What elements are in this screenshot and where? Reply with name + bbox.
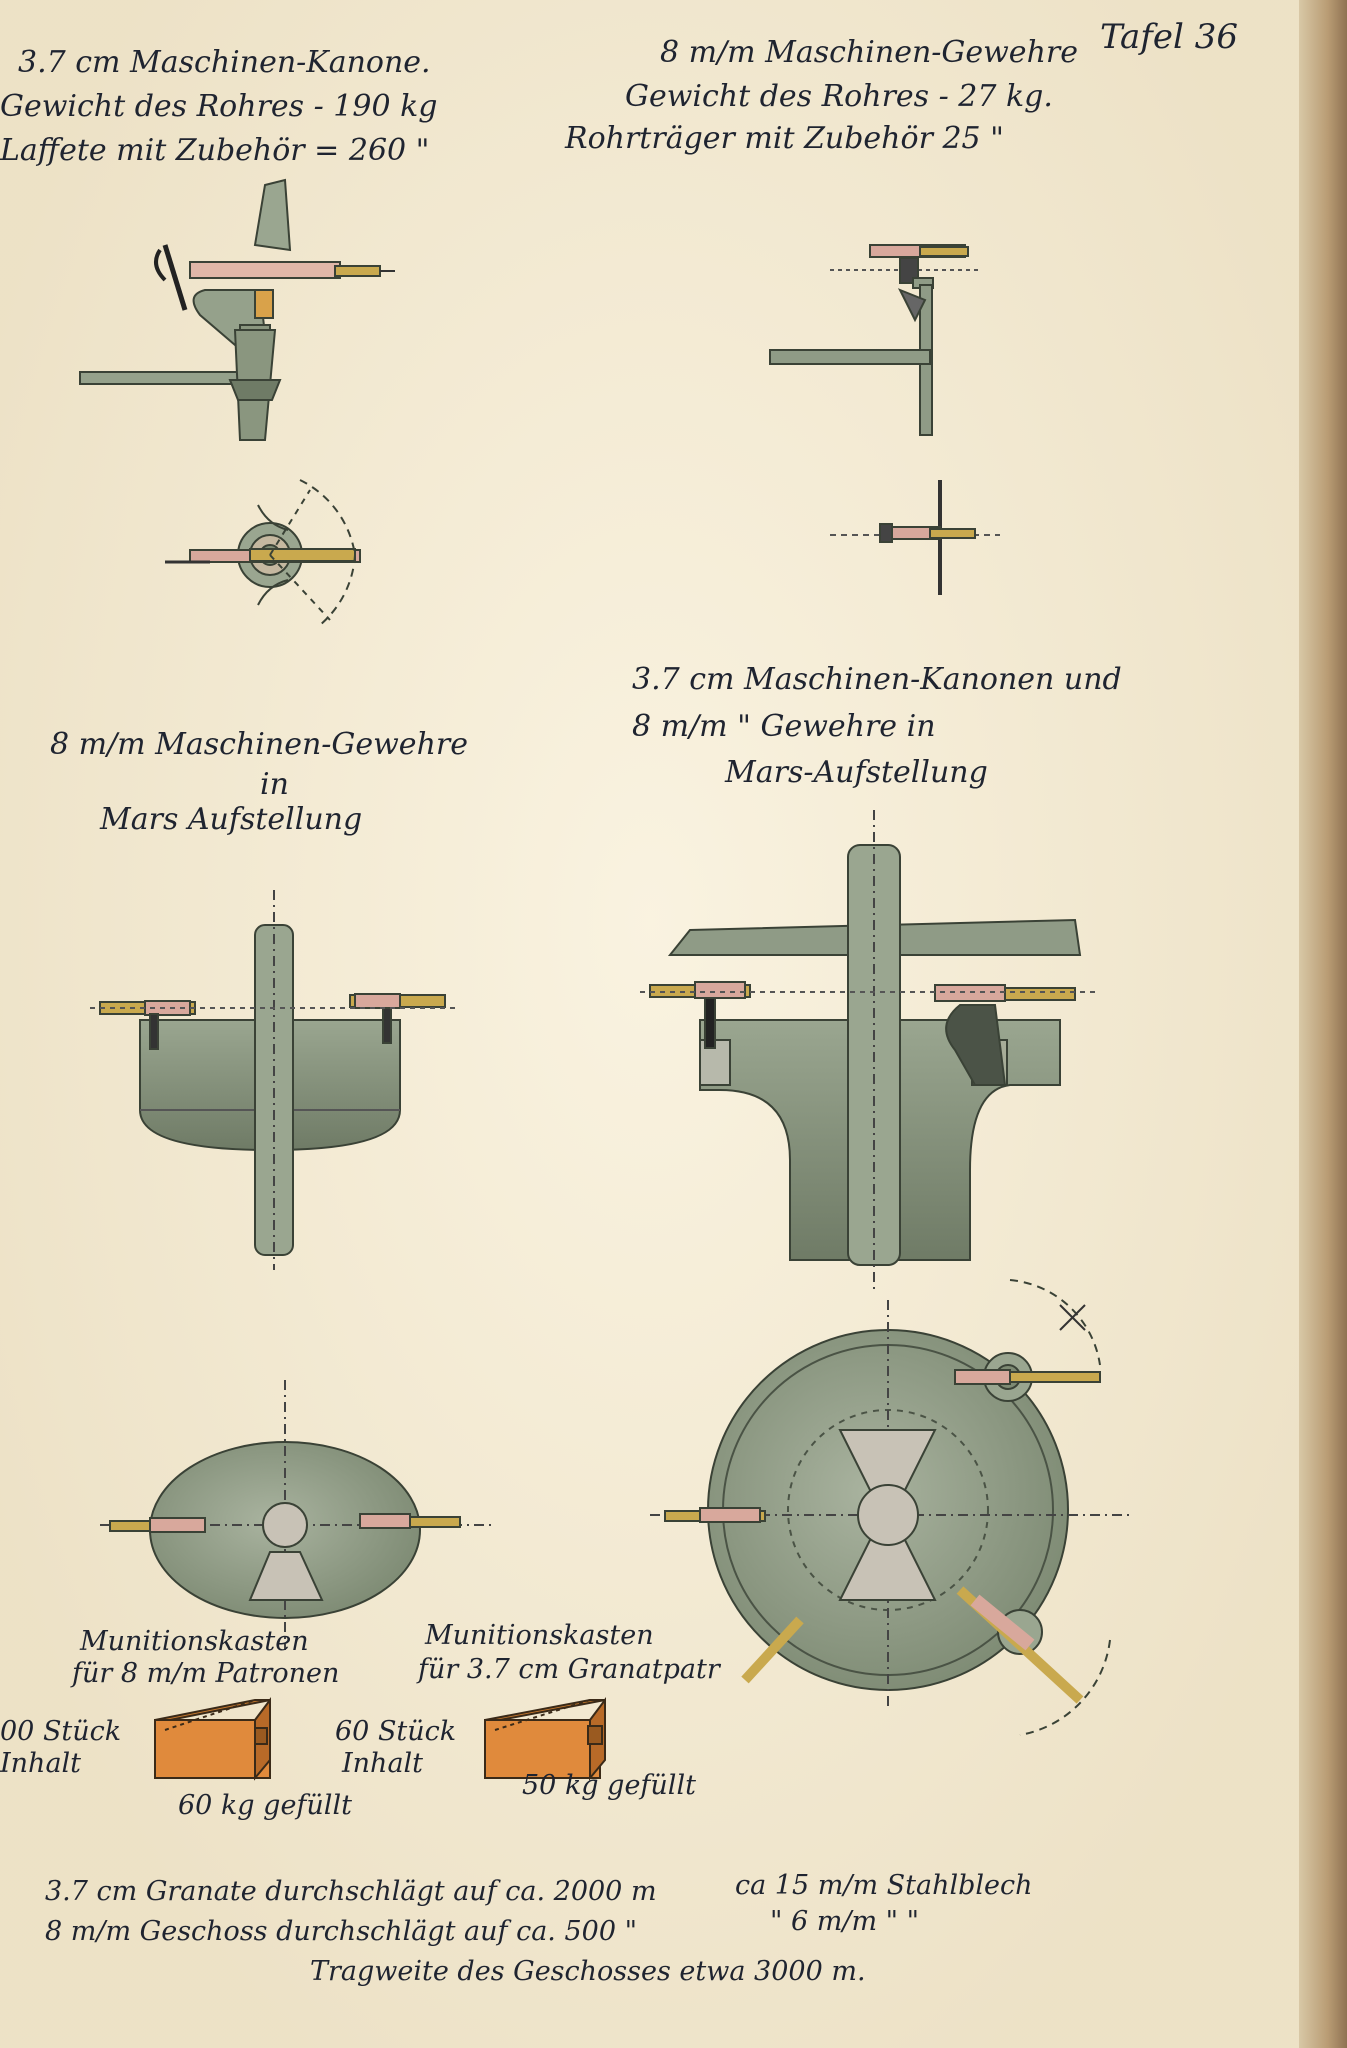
ammo-8mm-title: Munitionskasten <box>80 1626 309 1657</box>
mars-gewehr-side <box>90 890 460 1270</box>
ammo-37cm-count: 60 Stück <box>335 1716 457 1747</box>
gewehr-plan-view <box>830 480 1000 595</box>
footer-line-2a: 8 m/m Geschoss durchschlägt auf ca. 500 … <box>45 1916 637 1947</box>
mars-kanone-caption-2: 8 m/m " Gewehre in <box>632 709 936 744</box>
mars-kanone-side <box>640 810 1095 1290</box>
ammo-8mm-content: Inhalt <box>0 1748 82 1779</box>
kanone-weight-barrel: Gewicht des Rohres - 190 kg <box>0 89 438 124</box>
gewehr-weight-barrel: Gewicht des Rohres - 27 kg. <box>625 79 1053 114</box>
gewehr-side-view <box>769 244 980 436</box>
mars-kanone-caption-3: Mars-Aufstellung <box>725 755 988 790</box>
gewehr-title: 8 m/m Maschinen-Gewehre <box>660 35 1078 70</box>
gewehr-weight-mount: Rohrträger mit Zubehör 25 " <box>565 121 1004 156</box>
footer-line-1a: 3.7 cm Granate durchschlägt auf ca. 2000… <box>45 1876 657 1907</box>
book-page-edge <box>1299 0 1347 2048</box>
mars-gewehr-caption-1: 8 m/m Maschinen-Gewehre <box>50 727 468 762</box>
ammo-37cm-content: Inhalt <box>342 1748 424 1779</box>
footer-line-2b: " 6 m/m " " <box>770 1906 920 1937</box>
kanone-side-view <box>79 178 395 441</box>
kanone-title: 3.7 cm Maschinen-Kanone. <box>18 45 431 80</box>
ammo-8mm-count: 00 Stück <box>0 1716 122 1747</box>
mars-gewehr-caption-2: in <box>260 767 289 802</box>
ammo-8mm-weight: 60 kg gefüllt <box>178 1790 352 1821</box>
plate-number: Tafel 36 <box>1100 17 1238 57</box>
mars-kanone-plan <box>650 1279 1130 1736</box>
footer-line-1b: ca 15 m/m Stahlblech <box>735 1870 1033 1901</box>
mars-gewehr-caption-3: Mars Aufstellung <box>100 802 363 837</box>
footer-line-3: Tragweite des Geschosses etwa 3000 m. <box>310 1956 866 1987</box>
ammo-37cm-subtitle: für 3.7 cm Granatpatr <box>418 1654 720 1685</box>
ammo-37cm-title: Munitionskasten <box>425 1620 654 1651</box>
ammo-box-8mm <box>154 1697 271 1781</box>
mars-gewehr-plan <box>100 1380 495 1650</box>
kanone-weight-carriage: Laffete mit Zubehör = 260 " <box>0 133 430 168</box>
ammo-box-37cm <box>484 1697 606 1781</box>
ammo-8mm-subtitle: für 8 m/m Patronen <box>72 1658 340 1689</box>
ammo-37cm-weight: 50 kg gefüllt <box>522 1770 696 1801</box>
kanone-plan-view <box>165 479 361 626</box>
mars-kanone-caption-1: 3.7 cm Maschinen-Kanonen und <box>632 662 1122 697</box>
